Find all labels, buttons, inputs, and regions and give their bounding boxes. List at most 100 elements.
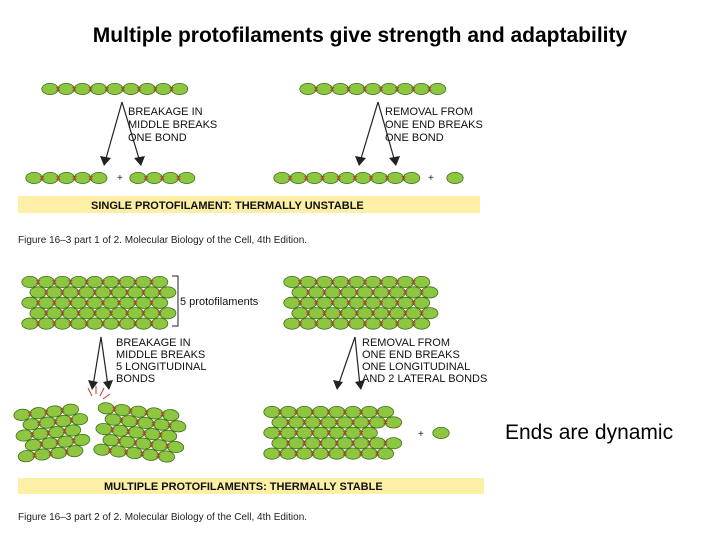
bond-mark xyxy=(330,321,335,326)
tubulin-subunit xyxy=(126,286,144,299)
protofilament-fragment-left-a xyxy=(25,171,108,184)
tubulin-subunit xyxy=(372,286,390,299)
bond-mark xyxy=(401,175,406,181)
bond-mark xyxy=(378,300,384,305)
bond-mark xyxy=(326,409,331,415)
bond-mark xyxy=(334,441,339,446)
bond-mark xyxy=(375,451,380,456)
bond-mark xyxy=(367,420,372,425)
bond-mark xyxy=(139,451,145,457)
bond-mark xyxy=(92,290,97,295)
bond-mark xyxy=(143,175,149,181)
tubulin-subunit xyxy=(432,426,450,439)
tubulin-subunit xyxy=(57,171,76,184)
tubulin-subunit xyxy=(110,286,128,299)
tubulin-subunit xyxy=(388,286,406,299)
bond-mark xyxy=(387,311,392,316)
tubulin-subunit xyxy=(348,317,366,330)
bond-mark xyxy=(144,410,149,415)
tubulin-subunit xyxy=(279,447,297,460)
plus-sign: + xyxy=(418,429,424,440)
bond-mark xyxy=(60,290,65,295)
bond-mark xyxy=(53,419,58,425)
bond-mark xyxy=(119,418,124,423)
tubulin-subunit xyxy=(331,83,349,96)
tubulin-subunit xyxy=(273,171,291,184)
tubulin-subunit xyxy=(360,447,378,460)
tubulin-subunit xyxy=(421,307,439,320)
tubulin-subunit xyxy=(331,317,350,330)
arrow-middle-break xyxy=(100,101,145,166)
tubulin-subunit xyxy=(328,405,346,418)
sheet-intact-left xyxy=(21,275,177,330)
bond-mark xyxy=(62,429,67,434)
tubulin-subunit xyxy=(372,307,390,320)
bond-mark xyxy=(76,311,81,316)
bond-mark xyxy=(44,290,49,295)
bond-mark xyxy=(362,300,368,305)
bond-mark xyxy=(346,300,351,305)
bond-mark xyxy=(32,453,37,458)
tubulin-subunit xyxy=(323,307,342,320)
tubulin-subunit xyxy=(134,317,152,330)
tubulin-subunit xyxy=(340,307,358,320)
bond-mark xyxy=(302,420,307,425)
tubulin-subunit xyxy=(299,317,317,330)
tubulin-subunit xyxy=(376,447,394,460)
side-note: Ends are dynamic xyxy=(505,421,674,444)
label-end-removal: REMOVAL FROM ONE END BREAKS ONE BOND xyxy=(385,106,486,144)
bond-mark xyxy=(126,429,131,434)
bond-mark xyxy=(112,406,117,412)
bond-mark xyxy=(302,441,307,446)
bond-mark xyxy=(39,175,45,181)
tubulin-subunit xyxy=(396,317,414,330)
banner-thermally-stable xyxy=(18,478,484,494)
tubulin-subunit xyxy=(17,450,35,463)
tubulin-subunit xyxy=(328,447,346,460)
tubulin-subunit xyxy=(53,275,72,288)
tubulin-subunit xyxy=(303,416,322,429)
bond-mark xyxy=(352,175,358,181)
bond-mark xyxy=(277,451,283,456)
tubulin-subunit xyxy=(70,275,88,288)
bond-mark xyxy=(411,300,416,305)
tubulin-subunit xyxy=(287,416,305,429)
tubulin-subunit xyxy=(295,426,313,439)
tubulin-subunit xyxy=(352,437,370,450)
bond-mark xyxy=(116,279,122,285)
tubulin-subunit xyxy=(118,296,136,309)
bond-mark xyxy=(395,321,400,326)
tubulin-subunit xyxy=(396,83,414,96)
bond-mark xyxy=(297,279,303,285)
bond-mark xyxy=(35,279,41,285)
tubulin-subunit xyxy=(321,171,340,184)
tubulin-subunit xyxy=(323,286,342,299)
bond-mark xyxy=(84,279,89,285)
bond-mark xyxy=(141,311,146,316)
bond-mark xyxy=(330,279,335,285)
tubulin-subunit xyxy=(122,83,140,96)
bond-mark xyxy=(141,290,146,295)
tubulin-subunit xyxy=(94,307,112,320)
bond-mark xyxy=(403,311,408,316)
arrow-end-removal xyxy=(355,101,400,166)
bond-mark xyxy=(310,451,315,456)
bond-mark xyxy=(157,311,162,316)
bond-mark xyxy=(297,321,303,326)
bond-mark xyxy=(158,432,163,438)
tubulin-subunit xyxy=(305,171,323,184)
bond-mark xyxy=(411,321,416,326)
tubulin-subunit xyxy=(178,171,196,184)
tubulin-subunit xyxy=(412,275,431,288)
plus-sign: + xyxy=(117,173,123,184)
bond-mark xyxy=(84,321,89,326)
tubulin-subunit xyxy=(37,296,55,309)
tubulin-subunit xyxy=(21,296,39,309)
tubulin-subunit xyxy=(338,171,356,184)
bond-mark xyxy=(310,430,315,435)
tubulin-subunit xyxy=(446,171,464,184)
bond-mark xyxy=(157,290,162,295)
bond-mark xyxy=(387,290,392,295)
bond-mark xyxy=(362,86,367,92)
tubulin-subunit xyxy=(118,275,136,288)
